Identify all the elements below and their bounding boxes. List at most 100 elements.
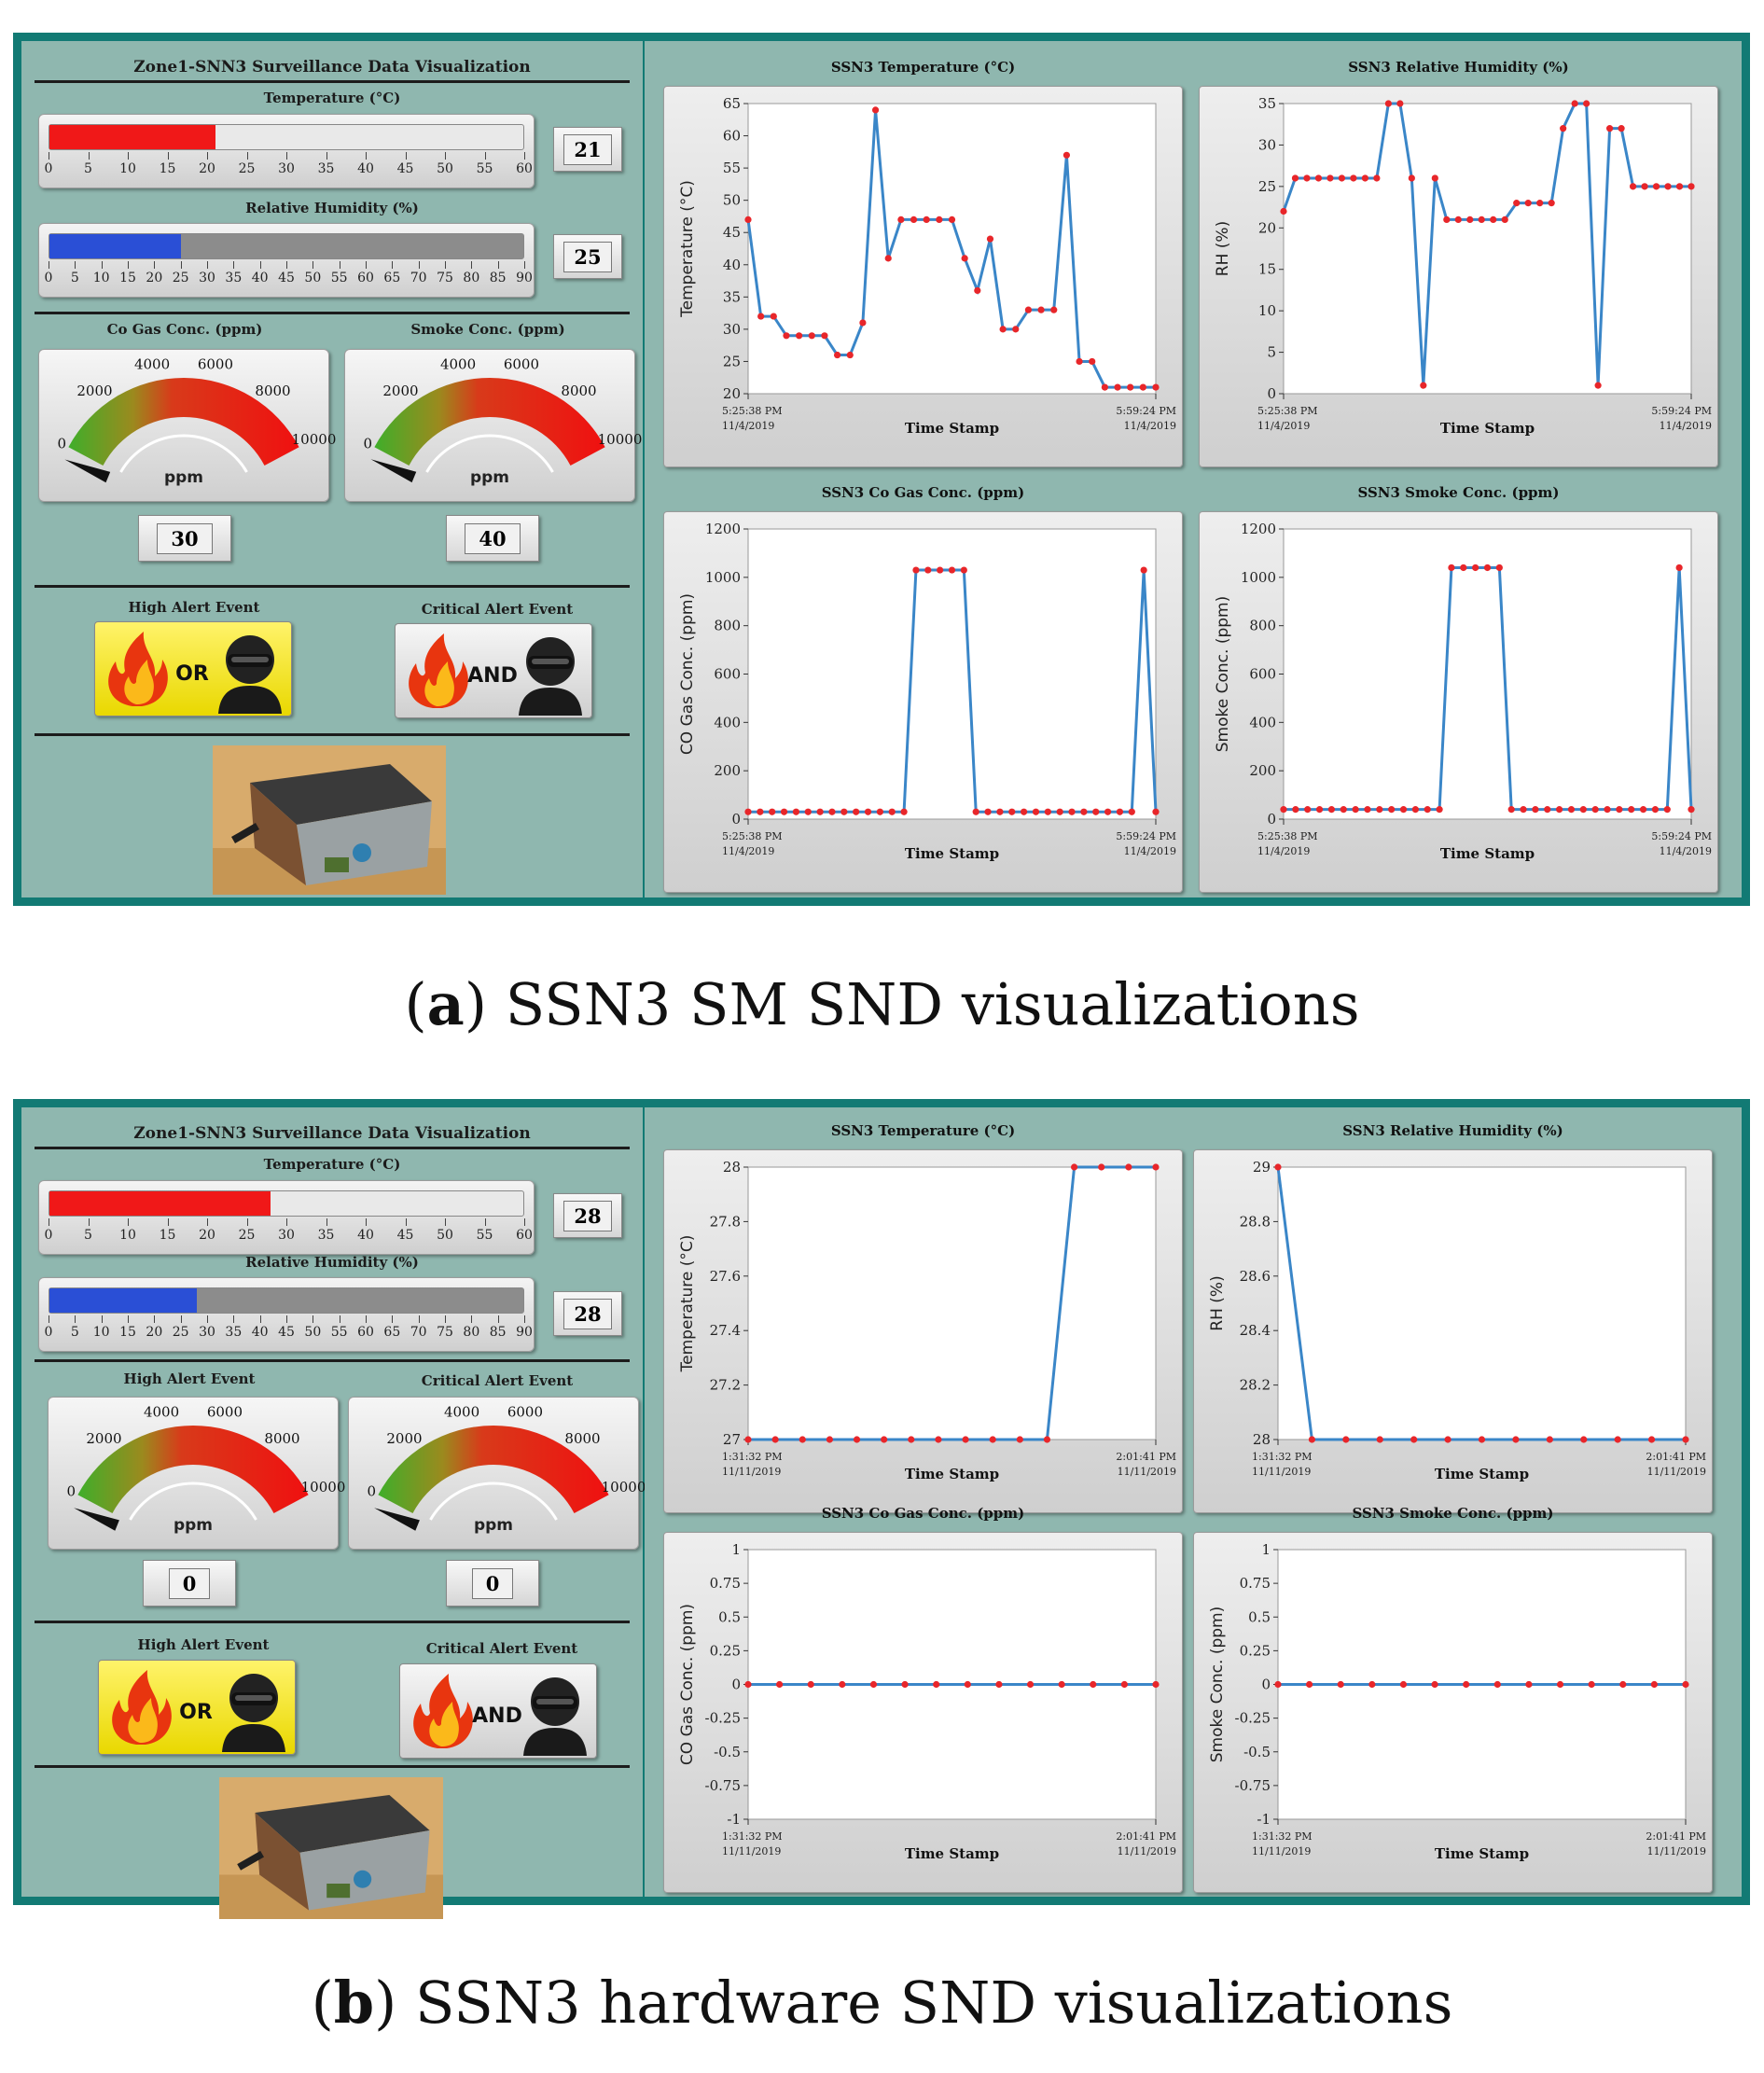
data-point — [935, 1436, 942, 1443]
scale-tick-label: 35 — [225, 271, 243, 285]
y-tick-label: 50 — [723, 192, 741, 209]
data-point — [989, 1436, 996, 1443]
gauge-scale-label: 6000 — [504, 356, 539, 373]
scale-tick-label: 80 — [463, 1325, 480, 1340]
scale-tick-label: 10 — [119, 1228, 136, 1243]
data-point — [1520, 806, 1527, 814]
scale-tick — [207, 261, 208, 269]
x-start-label: 5:25:38 PM — [1257, 830, 1318, 842]
data-point — [1024, 306, 1033, 313]
data-point — [1591, 806, 1599, 814]
data-point — [1016, 1436, 1023, 1443]
data-point — [1314, 174, 1323, 182]
gauge-scale-label: 8000 — [564, 1430, 600, 1447]
plot-area — [1283, 103, 1692, 395]
scale-tick — [246, 152, 248, 160]
critical-alert-indicator: AND — [395, 623, 592, 718]
data-point — [1466, 216, 1474, 223]
data-point — [804, 808, 812, 815]
x-axis-label: Time Stamp — [905, 420, 999, 437]
gauge-scale-label: 2000 — [86, 1430, 121, 1447]
slider-track[interactable] — [49, 1190, 524, 1217]
high-alert-indicator: OR — [98, 1660, 296, 1755]
slider-fill — [49, 1191, 271, 1216]
scale-tick — [88, 1218, 90, 1226]
data-point — [876, 808, 883, 815]
scale-tick — [259, 1315, 261, 1323]
data-point — [1337, 1680, 1344, 1689]
data-point — [1411, 806, 1419, 814]
data-point — [1556, 806, 1563, 814]
scale-tick-label: 15 — [119, 271, 136, 285]
y-tick-label: 28.4 — [1240, 1322, 1271, 1339]
scale-tick-label: 55 — [330, 1325, 348, 1340]
fire-icon — [108, 632, 168, 706]
data-point — [1651, 806, 1660, 814]
y-axis-label: Temperature (°C) — [678, 1235, 697, 1373]
data-point — [1444, 1436, 1451, 1443]
data-point — [1443, 216, 1451, 223]
data-point — [1571, 100, 1578, 107]
data-point — [1647, 1436, 1656, 1443]
x-end-label: 11/4/2019 — [1124, 420, 1176, 432]
co-gas-readout: 0 — [143, 1560, 236, 1607]
temperature-readout: 21 — [553, 127, 622, 172]
data-point — [1424, 806, 1431, 814]
slider-track[interactable] — [49, 233, 524, 259]
data-point — [999, 326, 1007, 333]
x-start-label: 11/4/2019 — [722, 845, 774, 857]
slider-track[interactable] — [49, 1287, 524, 1314]
data-point — [1501, 216, 1508, 223]
data-point — [1431, 174, 1438, 182]
gauge-right-label: Critical Alert Event — [421, 1372, 574, 1389]
gauge-unit: ppm — [470, 468, 509, 487]
scale-tick-label: 35 — [317, 1228, 335, 1243]
y-tick-label: 40 — [723, 257, 741, 273]
data-point — [853, 1436, 861, 1443]
data-point — [1076, 357, 1083, 366]
data-point — [1116, 808, 1124, 815]
data-point — [1536, 200, 1544, 207]
y-tick-label: 55 — [723, 160, 741, 176]
divider — [35, 80, 630, 83]
y-tick-label: 0 — [1261, 1676, 1271, 1693]
y-tick-label: 28.2 — [1240, 1377, 1271, 1394]
scale-tick — [167, 1218, 169, 1226]
scale-tick-label: 35 — [317, 161, 335, 176]
data-point — [1056, 808, 1063, 815]
caption-letter: a — [426, 970, 465, 1038]
y-tick-label: 27.8 — [710, 1213, 741, 1230]
y-tick-label: 28.8 — [1240, 1213, 1271, 1230]
slider-track[interactable] — [49, 124, 524, 150]
scale-tick — [88, 152, 90, 160]
data-point — [807, 1680, 814, 1689]
scale-tick — [154, 261, 156, 269]
data-point — [757, 808, 764, 815]
scale-tick-label: 65 — [383, 1325, 401, 1340]
data-point — [1080, 808, 1088, 815]
data-point — [1614, 1436, 1621, 1443]
high-alert-label: High Alert Event — [137, 1636, 270, 1653]
plot-area — [747, 528, 1157, 820]
data-point — [853, 808, 860, 815]
gauge-scale-label: 2000 — [382, 383, 418, 399]
gauge-scale-label: 8000 — [264, 1430, 299, 1447]
data-point — [1128, 808, 1135, 815]
data-point — [1342, 1436, 1350, 1443]
scale-tick-label: 0 — [44, 1228, 53, 1243]
data-point — [1008, 808, 1016, 815]
scale-tick-label: 35 — [225, 1325, 243, 1340]
y-tick-label: 27.6 — [710, 1268, 741, 1285]
x-start-label: 5:25:38 PM — [722, 830, 783, 842]
data-point — [912, 566, 920, 574]
